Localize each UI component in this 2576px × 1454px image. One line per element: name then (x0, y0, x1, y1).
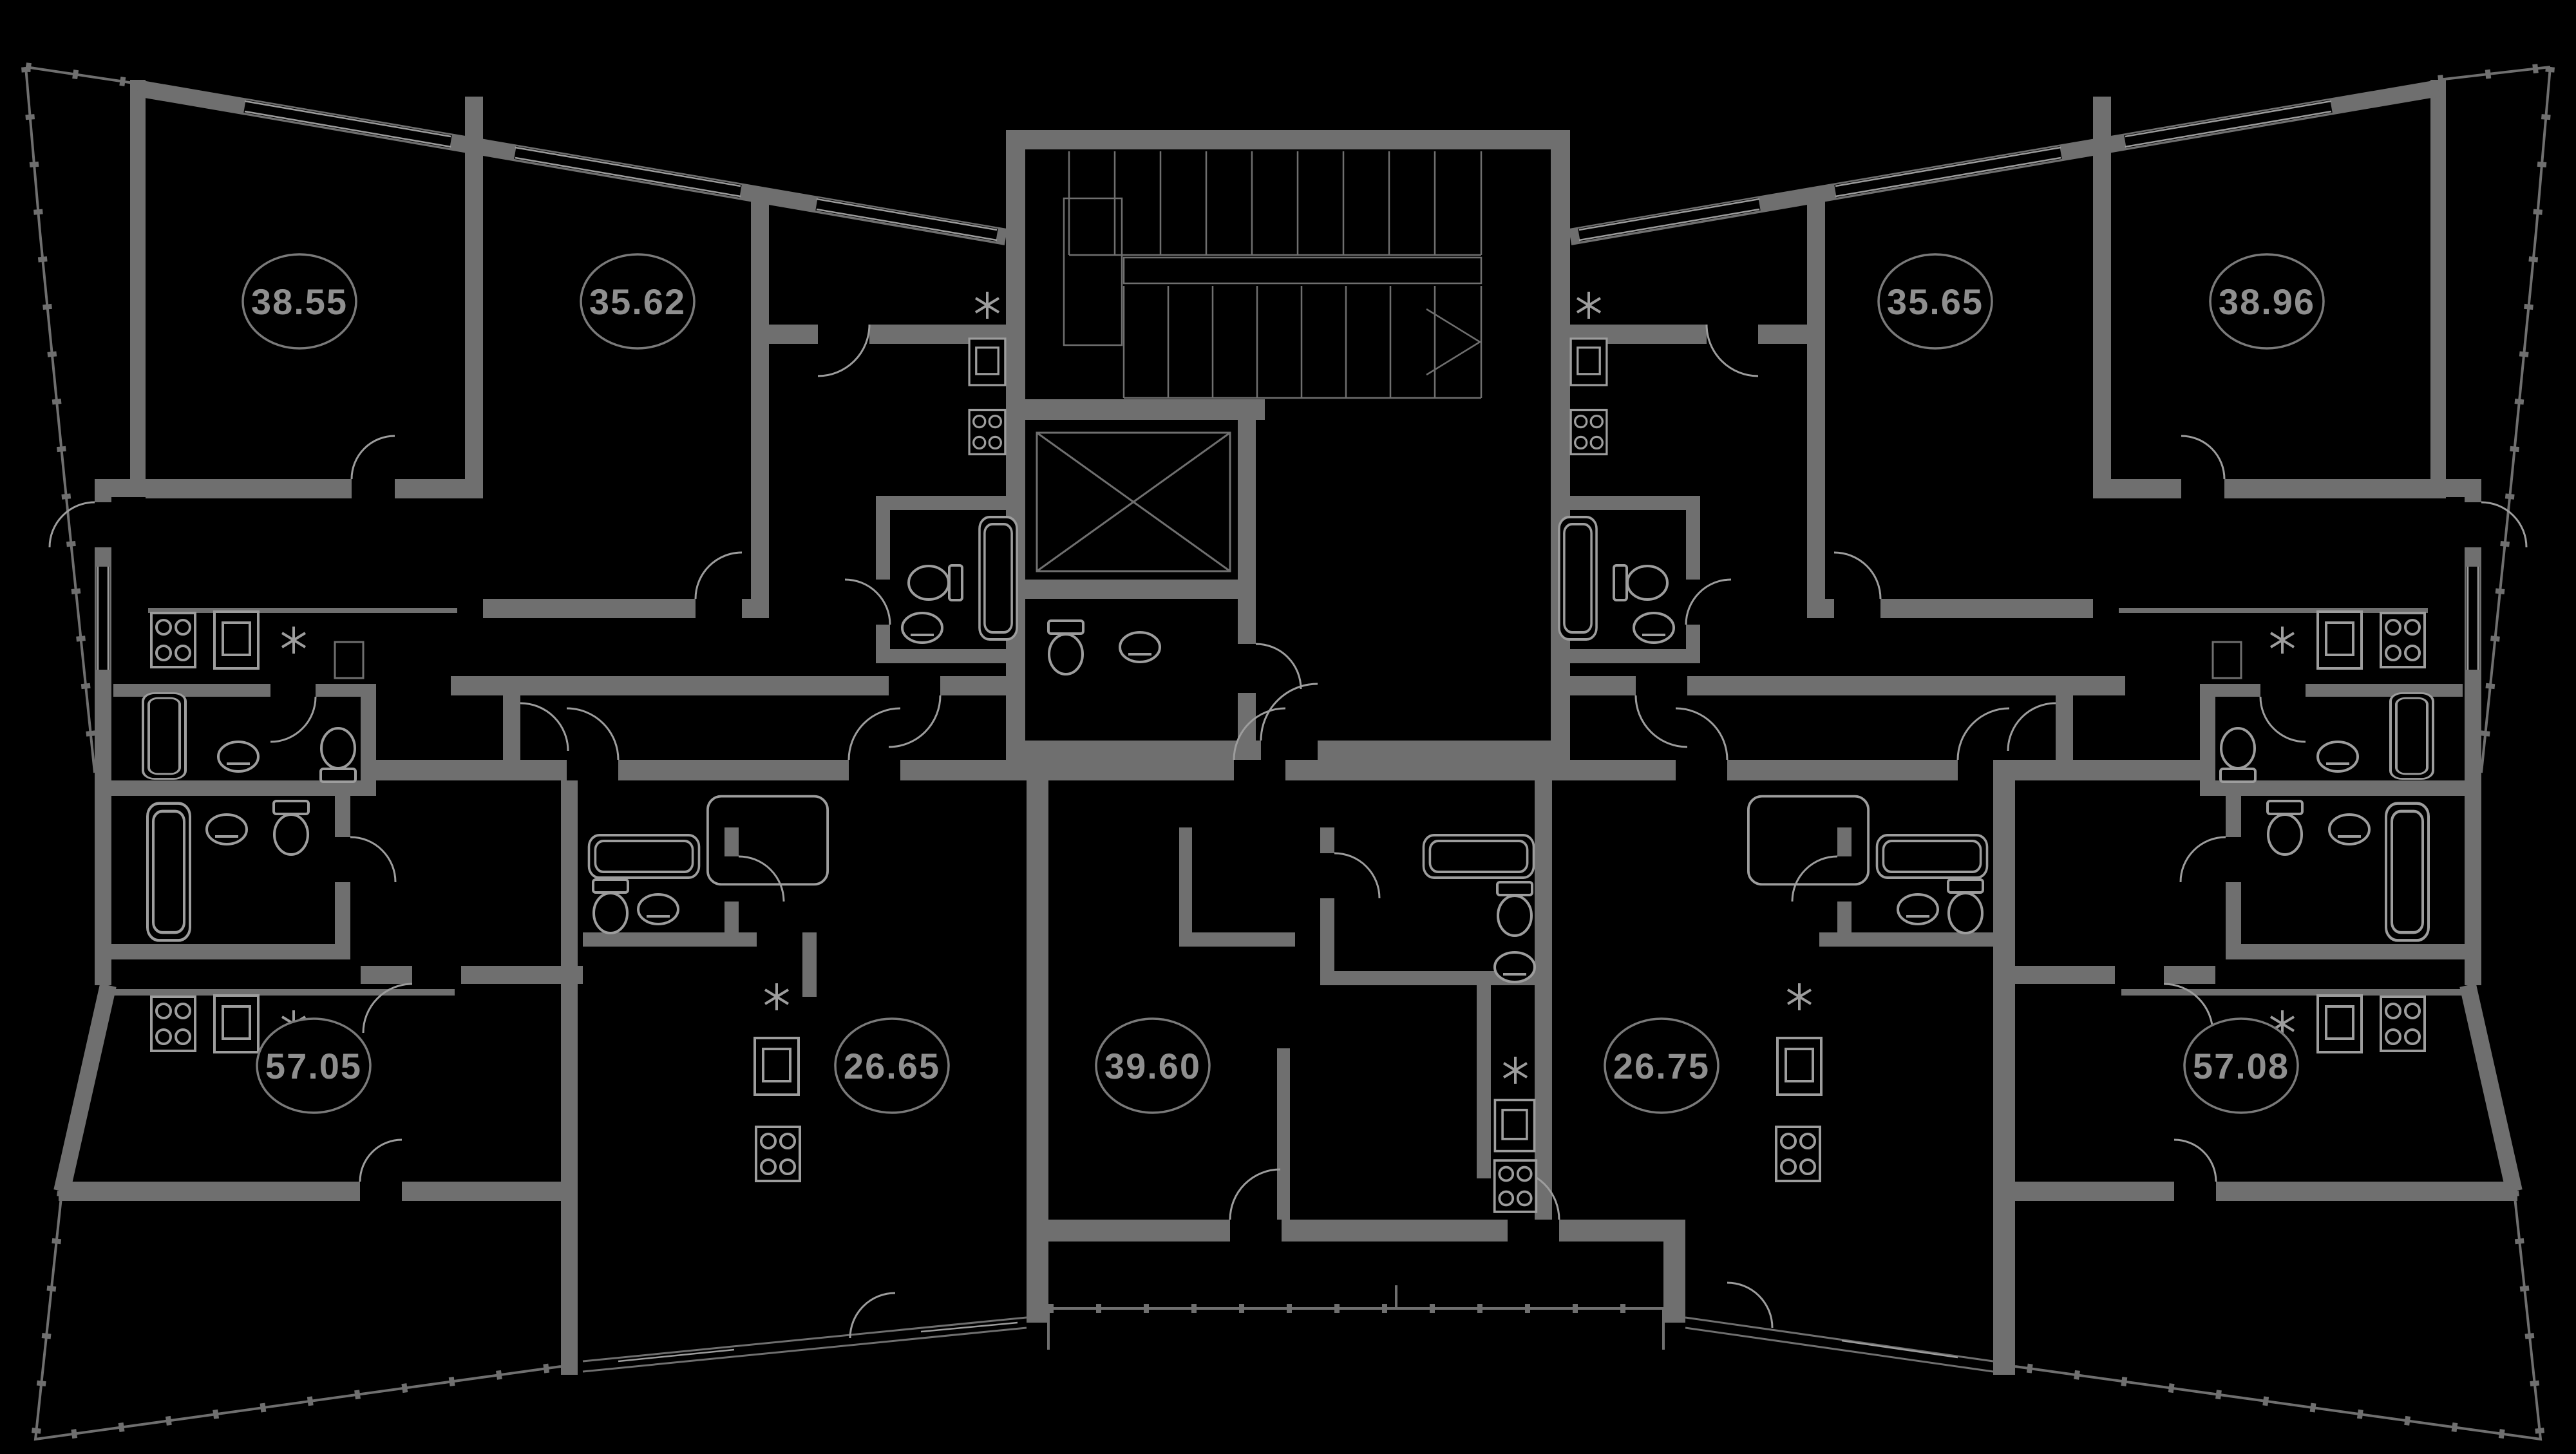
bathtub-icon (2386, 804, 2429, 941)
window (815, 198, 998, 241)
oven-icon (1569, 337, 1608, 386)
toilet-icon (907, 564, 963, 601)
sink-icon (1897, 893, 1939, 925)
doors (48, 324, 2528, 1339)
toilet-icon (592, 878, 629, 934)
apartment-area-label: 35.65 (1877, 253, 1993, 350)
apartment-area-label: 26.75 (1604, 1017, 1719, 1114)
apartment-area-label: 38.55 (242, 253, 357, 350)
window (1578, 198, 1761, 241)
bathtub-icon (978, 516, 1019, 641)
svg-text:26.65: 26.65 (844, 1046, 940, 1086)
sink-icon (217, 741, 260, 773)
window (243, 100, 452, 148)
oven-icon (2316, 610, 2363, 670)
core-wc (1025, 599, 1570, 760)
toilet-icon (272, 800, 310, 856)
sink-icon (2316, 741, 2359, 773)
sink-icon (1119, 631, 1161, 663)
stove-icon (2380, 612, 2426, 668)
apartment-area-label: 35.62 (580, 253, 696, 350)
apartment-area-label: 57.05 (256, 1017, 372, 1114)
svg-text:26.75: 26.75 (1613, 1046, 1710, 1086)
bathtub-icon (142, 692, 187, 780)
stove-icon (150, 996, 196, 1052)
water-heater-icon (764, 982, 790, 1012)
sink-icon (637, 893, 679, 925)
window (97, 567, 109, 670)
sink-icon (901, 612, 943, 644)
water-heater-icon (1502, 1055, 1528, 1085)
stove-icon (968, 408, 1007, 456)
water-heater-icon (974, 290, 1000, 320)
oven-icon (213, 994, 260, 1053)
svg-text:57.05: 57.05 (265, 1046, 362, 1086)
toilet-icon (1947, 878, 1984, 934)
elevator-shaft (1025, 420, 1256, 599)
apartment-area-label: 57.08 (2183, 1017, 2299, 1114)
door-arc (1255, 643, 1302, 690)
stove-icon (1775, 1126, 1821, 1182)
sink-icon (1633, 612, 1675, 644)
apartment-area-label: 39.60 (1095, 1017, 1211, 1114)
loggia-window-walls (582, 1316, 1994, 1373)
exterior-walls (53, 80, 2523, 1193)
bathtub-icon (1875, 834, 1989, 879)
svg-text:39.60: 39.60 (1104, 1046, 1201, 1086)
window (1834, 146, 2062, 198)
bathtub-icon (1422, 834, 1535, 879)
window (2124, 100, 2333, 148)
terrace-railings (21, 62, 2555, 1445)
oven-icon (1776, 1037, 1823, 1096)
stairs-icon (1063, 151, 1482, 399)
svg-text:35.62: 35.62 (589, 281, 686, 322)
bathtub-icon (147, 804, 190, 941)
window (2467, 567, 2479, 670)
stove-icon (150, 612, 196, 668)
stove-icon (755, 1126, 801, 1182)
water-heater-icon (2269, 625, 2295, 655)
partition-walls (59, 97, 2517, 1375)
stair-core (1006, 130, 1570, 760)
oven-icon (1493, 1099, 1536, 1153)
svg-text:57.08: 57.08 (2193, 1046, 2289, 1086)
corridor (361, 676, 2215, 780)
oven-icon (968, 337, 1007, 386)
oven-icon (213, 610, 260, 670)
toilet-icon (1047, 619, 1084, 675)
toilet-icon (2219, 727, 2257, 783)
apartment-area-label: 26.65 (834, 1017, 950, 1114)
stove-icon (2380, 996, 2426, 1052)
svg-text:38.96: 38.96 (2219, 281, 2315, 322)
water-heater-icon (281, 625, 307, 655)
apartment-labels: 38.55 35.62 35.65 38.96 57.05 26.65 39.6… (242, 253, 2325, 1114)
bathtub-icon (1557, 516, 1598, 641)
toilet-icon (2266, 800, 2304, 856)
elevator-icon (1036, 431, 1231, 572)
bathtub-icon (587, 834, 701, 879)
svg-text:35.65: 35.65 (1887, 281, 1984, 322)
apartment-area-label: 38.96 (2209, 253, 2325, 350)
toilet-icon (1613, 564, 1669, 601)
sink-icon (2328, 813, 2371, 845)
stove-icon (1569, 408, 1608, 456)
toilet-icon (319, 727, 357, 783)
bathtub-icon (2389, 692, 2434, 780)
oven-icon (2316, 994, 2363, 1053)
sink-icon (205, 813, 248, 845)
stove-icon (1493, 1159, 1538, 1213)
svg-text:38.55: 38.55 (251, 281, 348, 322)
toilet-icon (1496, 881, 1533, 937)
water-heater-icon (1786, 982, 1812, 1012)
window (514, 146, 742, 198)
sink-icon (1493, 951, 1536, 983)
water-heater-icon (1576, 290, 1602, 320)
stair-direction-arrow (1426, 308, 1482, 376)
oven-icon (753, 1037, 800, 1096)
